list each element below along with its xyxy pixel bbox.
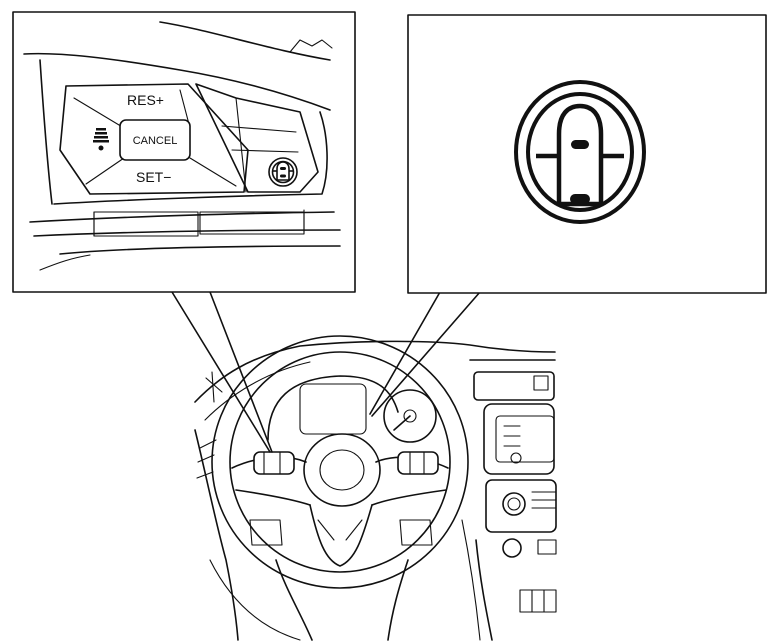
propilot-assist-indicator-icon xyxy=(514,80,646,224)
right-callout-panel xyxy=(407,14,767,294)
cancel-label: CANCEL xyxy=(133,135,178,147)
set-minus-label: SET− xyxy=(136,169,171,185)
distance-bars-icon xyxy=(93,128,109,151)
propilot-assist-switch-icon xyxy=(268,157,298,187)
callout-leader-lines xyxy=(171,291,481,453)
left-callout-panel: RES+ CANCEL SET− xyxy=(12,11,356,293)
res-plus-label: RES+ xyxy=(127,92,164,108)
dashboard-illustration xyxy=(194,335,557,641)
